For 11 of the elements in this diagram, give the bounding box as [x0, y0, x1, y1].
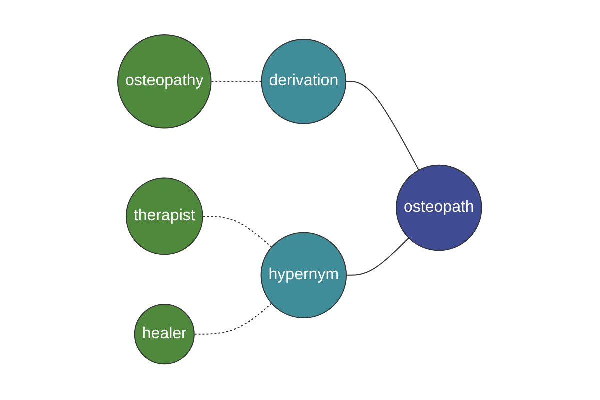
connector — [194, 303, 272, 336]
connector — [202, 216, 272, 248]
node-circle: derivation — [261, 39, 347, 125]
connector — [346, 82, 420, 172]
node-circle: healer — [134, 304, 195, 366]
node-circle: therapist — [126, 178, 204, 256]
connector — [346, 238, 410, 276]
node-circle: osteopathy — [118, 34, 212, 130]
connector — [210, 82, 262, 83]
node-circle: hypernym — [260, 232, 348, 319]
node-circle: osteopath — [396, 165, 482, 252]
